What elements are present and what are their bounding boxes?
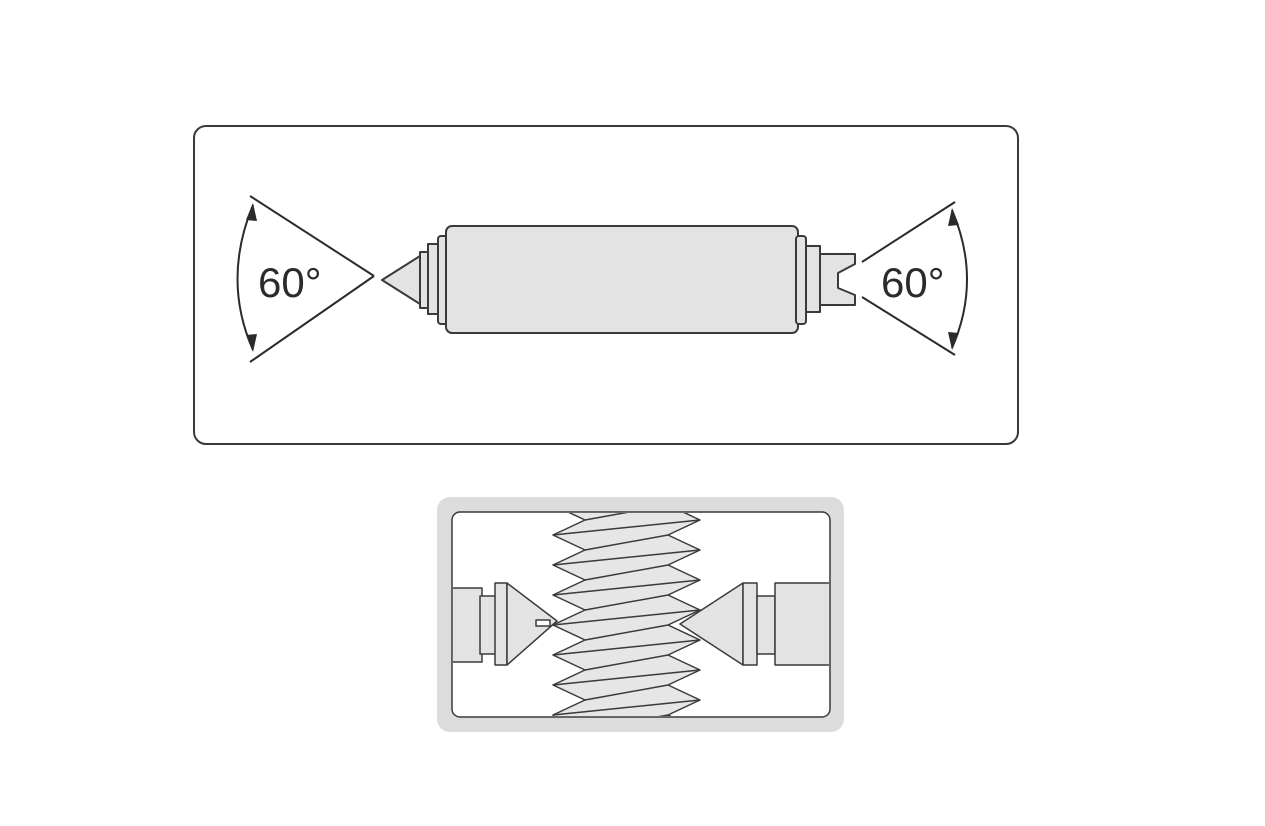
left-angle-ray-lower (249, 275, 375, 363)
right-angle-ray-lower (861, 296, 956, 356)
left-anvil-cone (506, 582, 558, 666)
centered-workpiece (381, 225, 856, 334)
right-shoulder (795, 235, 807, 325)
workpiece-body (445, 225, 799, 334)
screw-helix-lines (552, 513, 701, 716)
right-angle-ray-upper (861, 201, 956, 263)
right-arrowhead-top (948, 208, 959, 226)
bottom-panel (437, 497, 844, 732)
right-slotted-end (819, 253, 856, 306)
left-collar-small (419, 251, 429, 309)
left-anvil-tip (535, 619, 551, 627)
left-arrowhead-top (246, 203, 257, 221)
right-collar (805, 245, 821, 313)
right-angle-indicator (861, 201, 968, 356)
right-cone-base (742, 582, 758, 666)
right-anvil (679, 582, 829, 666)
right-angle-arc (951, 209, 968, 349)
top-panel: 60° 60° (193, 125, 1019, 445)
left-anvil (453, 582, 558, 666)
left-angle-arc (236, 204, 254, 351)
left-collar (427, 243, 439, 315)
left-spindle-collar (479, 595, 497, 655)
right-angle-label: 60° (881, 259, 945, 306)
left-angle-indicator (236, 195, 375, 363)
left-spindle (453, 587, 483, 663)
right-spindle (774, 582, 829, 666)
right-spindle-collar (756, 595, 776, 655)
left-angle-ray-upper (249, 195, 375, 277)
threaded-screw (552, 513, 701, 716)
right-arrowhead-bottom (948, 332, 959, 350)
left-cone-base (494, 582, 508, 666)
left-angle-label: 60° (258, 259, 322, 306)
left-arrowhead-bottom (246, 334, 257, 352)
